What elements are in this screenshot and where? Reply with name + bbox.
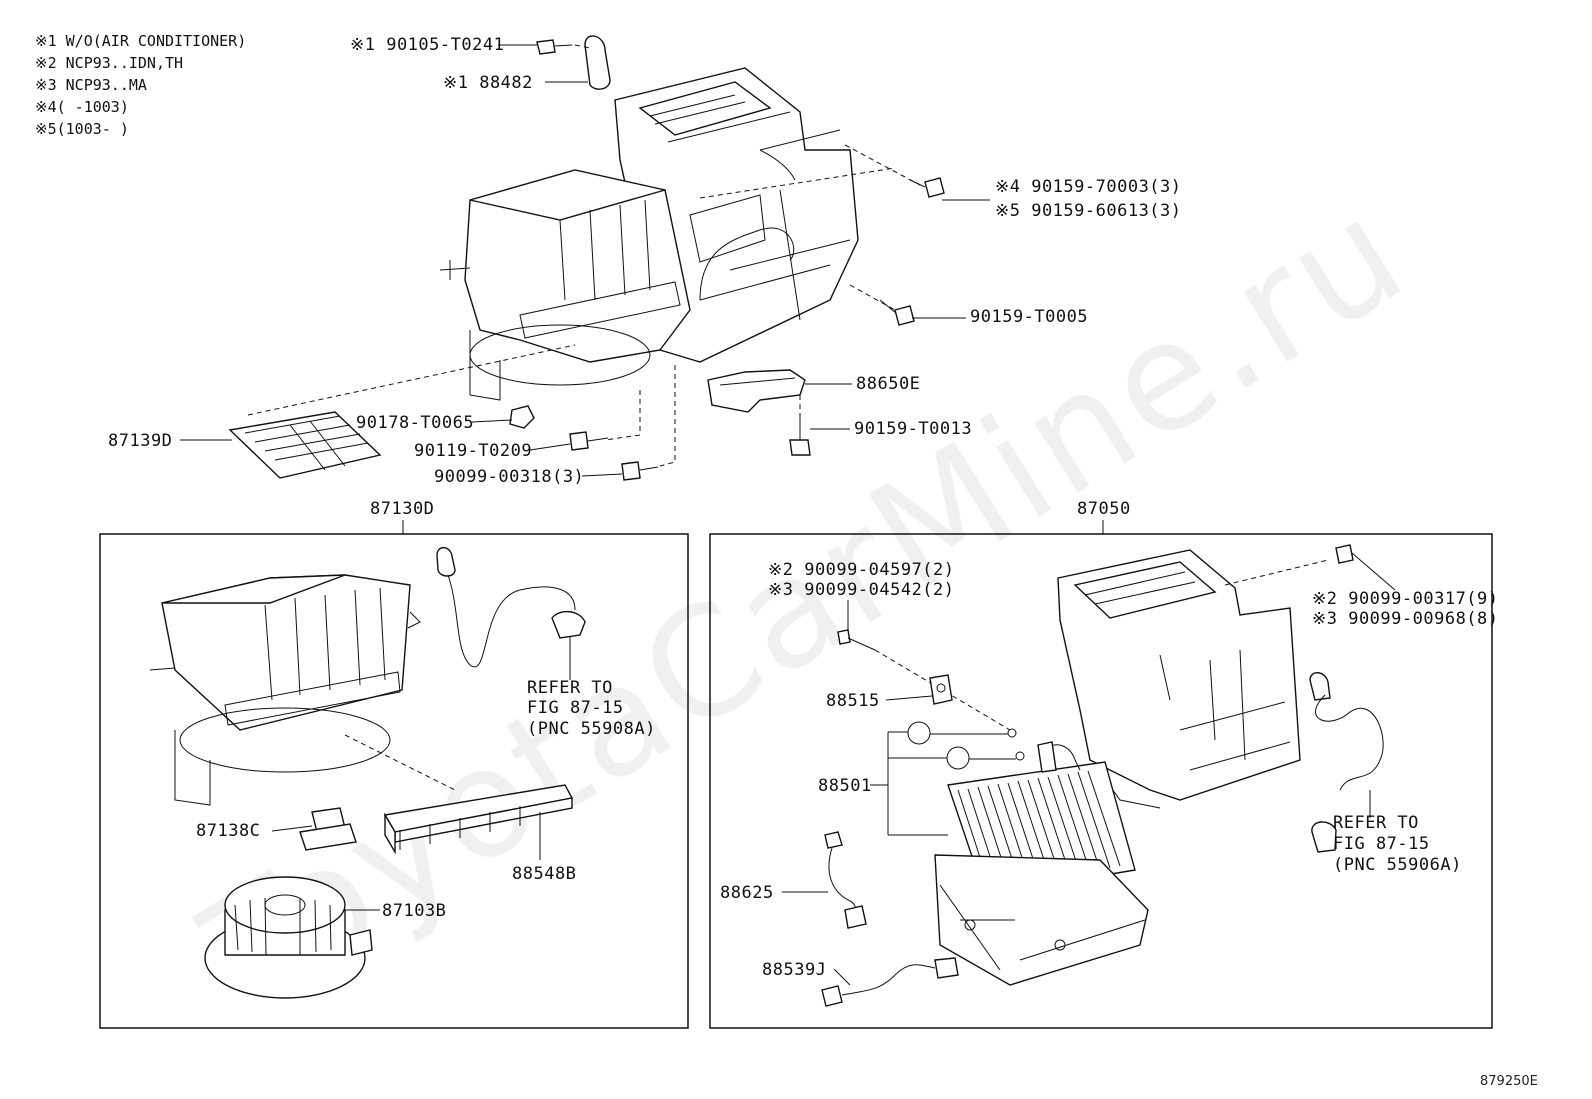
- resistor-87138C: [299, 807, 357, 851]
- label-90119: 90119-T0209: [414, 441, 532, 461]
- label-90099-00968: ※3 90099-00968(8): [1312, 609, 1499, 629]
- lower-case: [934, 854, 1149, 986]
- refer-left-3: (PNC 55908A): [527, 719, 656, 739]
- refer-left-1: REFER TO: [527, 678, 613, 698]
- label-90159-70003: ※4 90159-70003(3): [995, 177, 1182, 197]
- label-88501: 88501: [818, 776, 872, 796]
- note-2: ※2 NCP93..IDN,TH: [35, 54, 183, 72]
- note-1: ※1 W/O(AIR CONDITIONER): [35, 32, 246, 50]
- screw-90159-T0005: [879, 299, 915, 326]
- label-88515: 88515: [826, 691, 880, 711]
- note-5: ※5(1003- ): [35, 120, 129, 138]
- expansion-valve-88515: [929, 674, 953, 705]
- screw-90119: [569, 431, 609, 451]
- callout-1: [946, 746, 1025, 770]
- refer-right-1: REFER TO: [1333, 813, 1419, 833]
- bolt-90099-04597: [837, 600, 876, 651]
- box-87050: [709, 533, 1493, 1029]
- bracket-88650E: [707, 369, 806, 413]
- label-88539J: 88539J: [762, 960, 826, 980]
- label-90099-04597: ※2 90099-04597(2): [768, 560, 955, 580]
- callout-3: [907, 721, 1017, 745]
- label-90099-00317: ※2 90099-00317(9): [1312, 589, 1499, 609]
- connector-harness-right: [1309, 672, 1384, 853]
- label-87138C: 87138C: [196, 821, 260, 841]
- sensor-88625: [824, 831, 867, 929]
- label-90159-60613: ※5 90159-60613(3): [995, 201, 1182, 221]
- nut-90178: [509, 405, 535, 429]
- label-90099-00318: 90099-00318(3): [434, 467, 584, 487]
- label-90105: ※1 90105-T0241: [350, 35, 504, 55]
- evaporator-housing: [1057, 549, 1301, 809]
- box-87130D: [99, 533, 689, 1029]
- note-4: ※4( -1003): [35, 98, 129, 116]
- label-87139D: 87139D: [108, 431, 172, 451]
- label-88548B: 88548B: [512, 864, 576, 884]
- figure-id: 879250E: [1480, 1074, 1538, 1089]
- top-bracket-88482: [536, 35, 611, 90]
- label-90178: 90178-T0065: [356, 413, 474, 433]
- connector-harness-left: [436, 546, 586, 680]
- label-90099-04542: ※3 90099-04542(2): [768, 580, 955, 600]
- label-88650E: 88650E: [856, 374, 920, 394]
- label-88482: ※1 88482: [443, 73, 533, 93]
- screw-90099-00317: [1335, 544, 1396, 591]
- filter-88548B: [383, 784, 574, 855]
- refer-right-2: FIG 87-15: [1333, 834, 1430, 854]
- label-87130D: 87130D: [370, 499, 434, 519]
- note-3: ※3 NCP93..MA: [35, 76, 147, 94]
- label-90159-T0013: 90159-T0013: [854, 419, 972, 439]
- refer-left-2: FIG 87-15: [527, 698, 624, 718]
- screw-90159-right: [909, 177, 945, 198]
- screw-90099: [621, 461, 659, 481]
- label-88625: 88625: [720, 883, 774, 903]
- screw-90159-T0013: [789, 418, 811, 456]
- label-87050: 87050: [1077, 499, 1131, 519]
- notes-block: ※1 W/O(AIR CONDITIONER) ※2 NCP93..IDN,TH…: [35, 32, 246, 138]
- blower-motor-87103B: [204, 876, 373, 999]
- harness-88539J: [821, 957, 959, 1007]
- filter-87139D: [228, 411, 382, 479]
- refer-right-3: (PNC 55906A): [1333, 855, 1462, 875]
- label-90159-T0005: 90159-T0005: [970, 307, 1088, 327]
- top-hvac-assembly: [439, 67, 859, 401]
- blower-unit-87130D: [149, 574, 421, 806]
- label-87103B: 87103B: [382, 901, 446, 921]
